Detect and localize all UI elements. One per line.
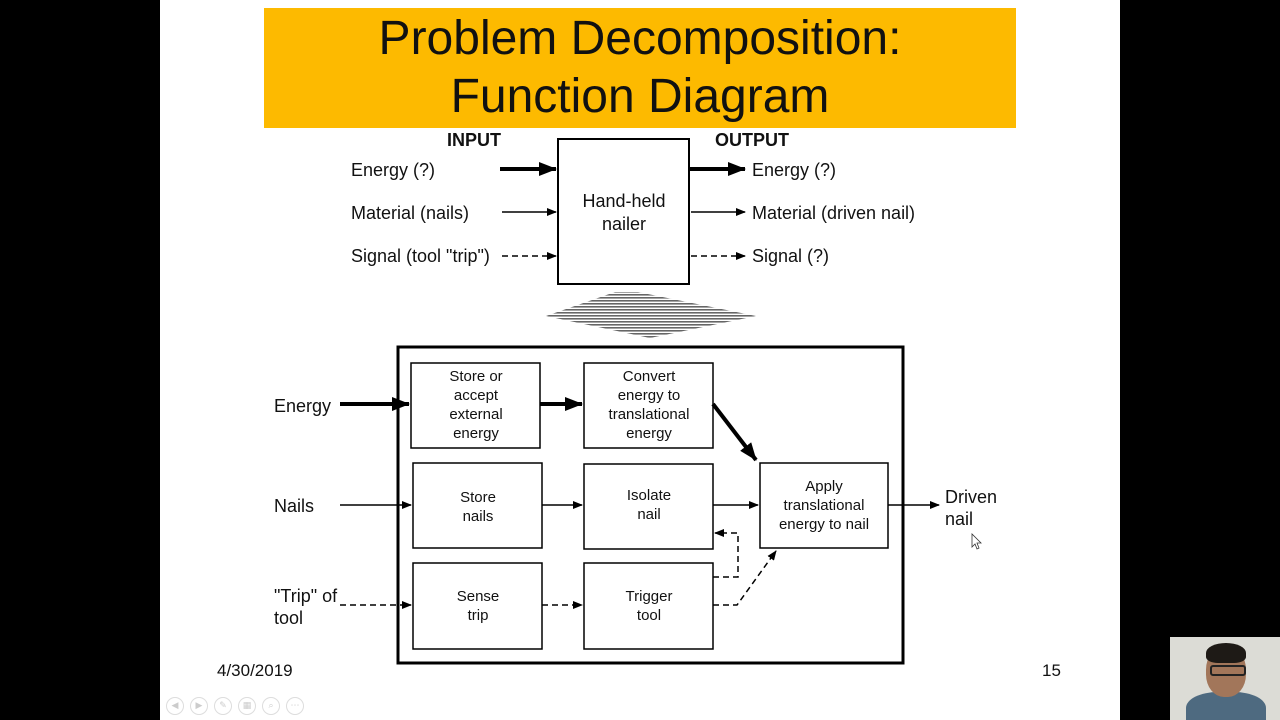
function-diagram: INPUT OUTPUT Hand-held nailer Energy (?)… [274,130,997,665]
convert-to-apply-arrow [711,402,758,462]
trigger-to-isolate-arrow [713,529,739,578]
top-input-energy: Energy (?) [351,160,435,180]
top-input-material: Material (nails) [351,203,469,223]
box-apply-energy: Apply translational energy to nail [759,462,889,549]
top-input-signal: Signal (tool "trip") [351,246,490,266]
bottom-input-energy: Energy [274,396,331,416]
slide: Problem Decomposition: Function Diagram … [160,0,1120,720]
svg-text:energy to: energy to [618,387,681,404]
slideshow-toolbar: ◀ ▶ ✎ ▦ ⌕ ⋯ [166,697,304,715]
box-sense-trip: Sense trip [412,562,543,650]
top-output-material: Material (driven nail) [752,203,915,223]
svg-text:Isolate: Isolate [627,487,671,504]
top-output-signal: Signal (?) [752,246,829,266]
svg-text:Sense: Sense [457,588,500,605]
pen-icon[interactable]: ✎ [214,697,232,715]
top-output-energy: Energy (?) [752,160,836,180]
prev-icon[interactable]: ◀ [166,697,184,715]
mouse-cursor-icon [971,533,982,550]
svg-text:external: external [449,406,502,423]
slides-icon[interactable]: ▦ [238,697,256,715]
input-header: INPUT [447,130,501,150]
box-store-energy: Store or accept external energy [410,362,541,449]
svg-text:translational: translational [784,497,865,514]
svg-text:translational: translational [609,406,690,423]
bottom-input-trip-line-1: "Trip" of [274,586,338,606]
presenter-webcam [1170,637,1280,720]
box-isolate-nail: Isolate nail [583,463,714,550]
svg-text:Convert: Convert [623,368,676,385]
svg-text:Trigger: Trigger [626,588,673,605]
zoom-icon[interactable]: ⌕ [262,697,280,715]
output-header: OUTPUT [715,130,789,150]
title-line-2: Function Diagram [450,70,830,123]
svg-text:Store or: Store or [449,368,502,385]
svg-text:energy: energy [453,425,499,442]
svg-text:Apply: Apply [805,478,843,495]
bottom-input-trip-line-2: tool [274,608,303,628]
trigger-to-apply-arrow [713,550,777,606]
svg-text:nail: nail [637,506,660,523]
box-trigger-tool: Trigger tool [583,562,714,650]
slide-number: 15 [1042,661,1061,680]
hand-held-nailer-box [557,138,690,285]
bottom-input-nails: Nails [274,496,314,516]
title-line-1: Problem Decomposition: [378,12,902,65]
box-convert-energy: Convert energy to translational energy [583,362,714,449]
decomposition-arrow [546,292,756,338]
svg-text:tool: tool [637,607,661,624]
nailer-box-line-1: Hand-held [582,191,665,211]
next-icon[interactable]: ▶ [190,697,208,715]
svg-text:nails: nails [463,508,494,525]
svg-text:accept: accept [454,387,499,404]
output-driven-line-2: nail [945,509,973,529]
box-store-nails: Store nails [412,462,543,549]
svg-text:trip: trip [468,607,489,624]
nailer-box-line-2: nailer [602,214,646,234]
title-banner: Problem Decomposition: Function Diagram [264,8,1016,128]
svg-text:Store: Store [460,489,496,506]
output-driven-line-1: Driven [945,487,997,507]
svg-text:energy to nail: energy to nail [779,516,869,533]
more-icon[interactable]: ⋯ [286,697,304,715]
footer-date: 4/30/2019 [217,661,293,680]
svg-text:energy: energy [626,425,672,442]
